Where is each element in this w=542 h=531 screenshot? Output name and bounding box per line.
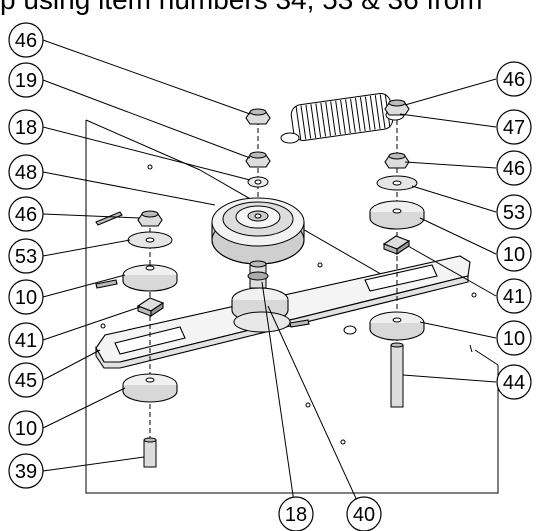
- callout-left-53: 53: [15, 246, 37, 268]
- callout-left-46-mid: 46: [15, 204, 37, 226]
- callout-right-10-a: 10: [503, 244, 525, 266]
- callout-circles: [8, 22, 532, 531]
- callout-right-46-top: 46: [503, 69, 525, 91]
- callout-right-44: 44: [503, 372, 525, 394]
- callout-right-46-mid: 46: [503, 158, 525, 180]
- leader-lines: [42, 39, 497, 517]
- callout-left-39: 39: [15, 461, 37, 483]
- callout-left-41: 41: [15, 330, 37, 352]
- key-parts: [95, 211, 310, 328]
- callout-bottom-18: 18: [285, 504, 307, 526]
- callout-left-48: 48: [15, 162, 37, 184]
- callout-right-41: 41: [503, 286, 525, 308]
- callout-left-10-a: 10: [15, 287, 37, 309]
- spring-part-47: [280, 93, 405, 144]
- left-stack: [122, 210, 178, 468]
- callout-right-47: 47: [503, 117, 525, 139]
- pulley-stack: [211, 108, 305, 333]
- callout-left-46-top: 46: [15, 30, 37, 52]
- callout-left-19: 19: [15, 70, 37, 92]
- right-stack: [369, 99, 425, 408]
- caption-text: p using item numbers 34, 53 & 36 from: [0, 0, 482, 16]
- callout-left-45: 45: [15, 370, 37, 392]
- callout-right-10-b: 10: [503, 328, 525, 350]
- callout-right-53: 53: [503, 202, 525, 224]
- callout-left-10-b: 10: [15, 418, 37, 440]
- callout-bottom-40: 40: [353, 504, 375, 526]
- callout-left-18: 18: [15, 117, 37, 139]
